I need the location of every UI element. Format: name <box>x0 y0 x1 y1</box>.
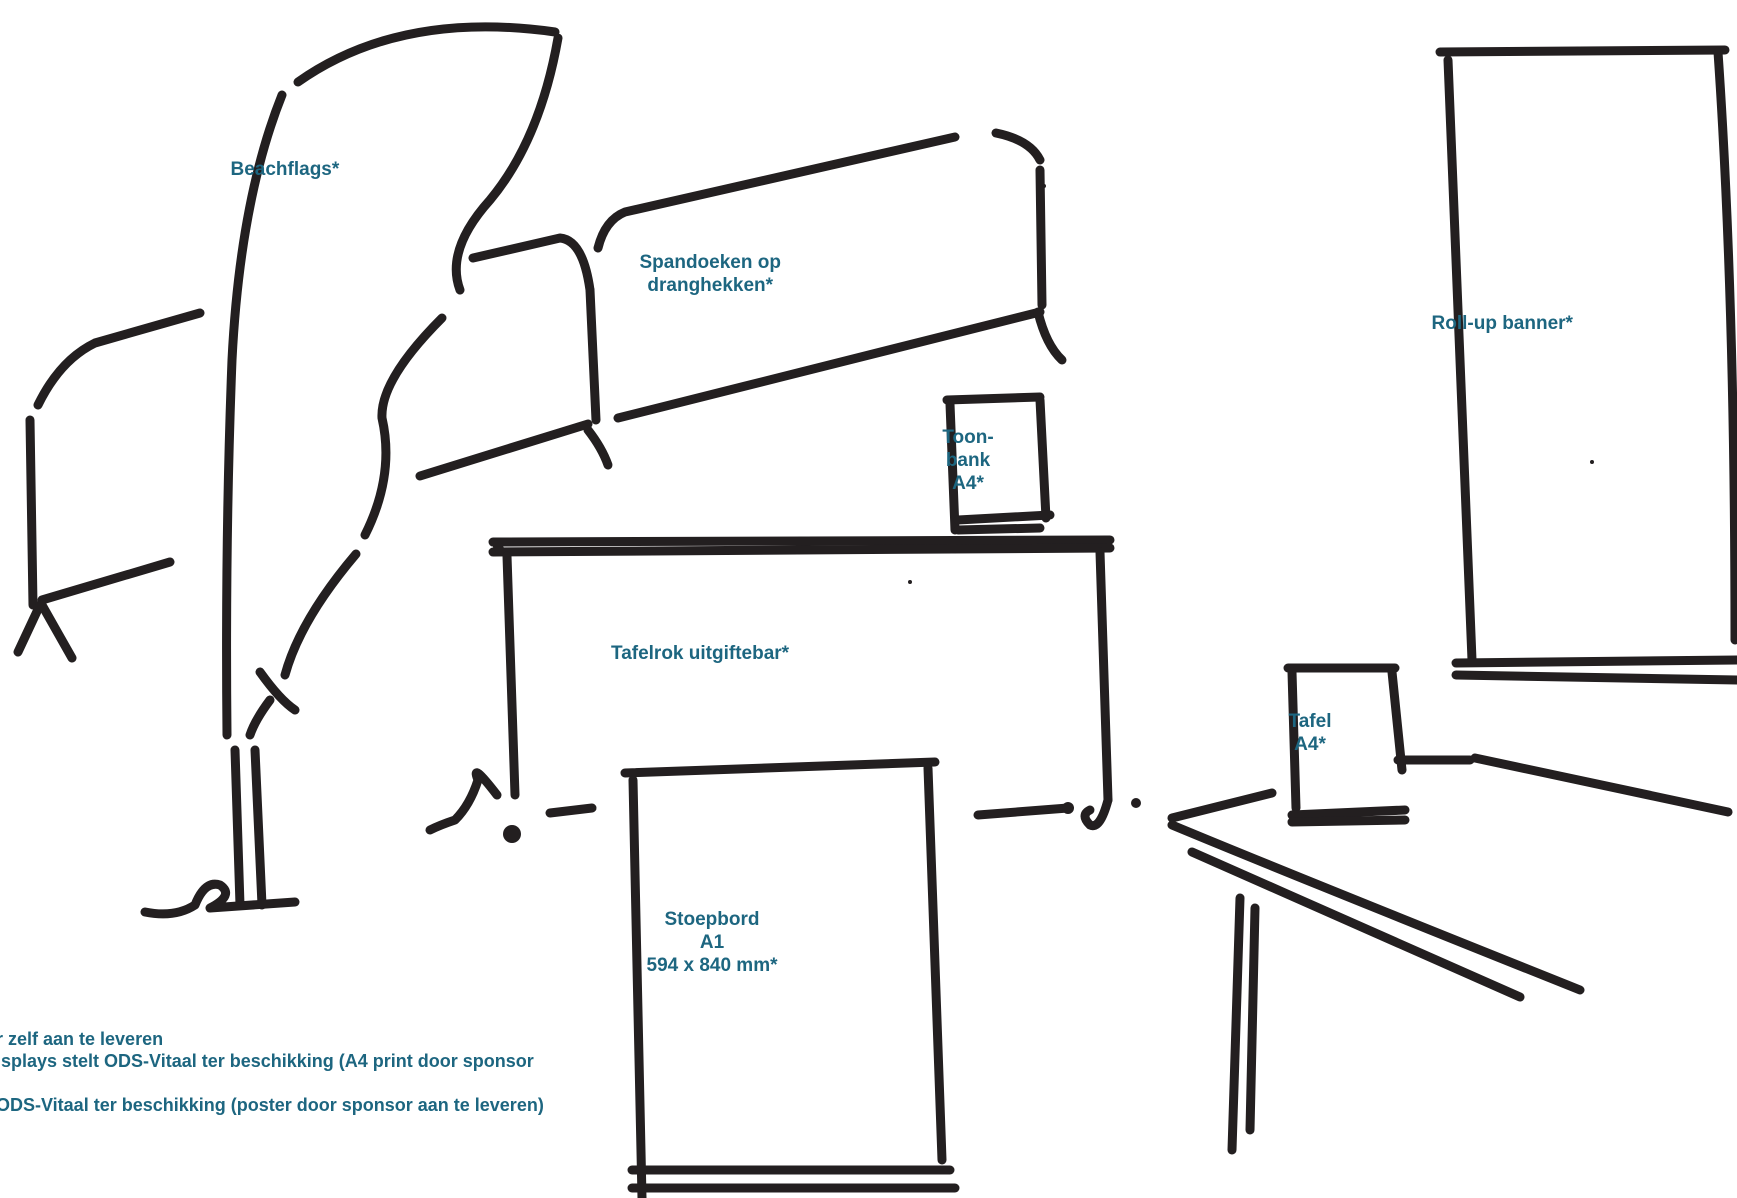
tafelrok-label: Tafelrok uitgiftebar* <box>611 642 789 665</box>
left-barrier-sketch <box>18 313 200 658</box>
rollup-label: Roll-up banner* <box>1432 312 1573 335</box>
tafelrok-text: Tafelrok uitgiftebar* <box>611 642 789 665</box>
stoepbord-text-3: 594 x 840 mm* <box>637 954 787 977</box>
footnote-line-4: ODS-Vitaal ter beschikking (poster door … <box>0 1094 544 1116</box>
footnotes: r zelf aan te leveren isplays stelt ODS-… <box>0 1028 544 1116</box>
toonbank-text-2: bank <box>937 449 999 472</box>
beachflag-sketch <box>145 27 558 914</box>
tafel-text-2: A4* <box>1279 733 1341 756</box>
footnote-line-2: isplays stelt ODS-Vitaal ter beschikking… <box>0 1050 544 1072</box>
stoepbord-text-1: Stoepbord <box>637 908 787 931</box>
spandoeken-text-2: dranghekken* <box>640 274 781 297</box>
tafel-label: Tafel A4* <box>1279 710 1341 756</box>
spandoek-sketch <box>420 133 1062 476</box>
stoepbord-sketch <box>625 762 955 1198</box>
beachflags-label: Beachflags* <box>231 158 340 181</box>
toonbank-text-3: A4* <box>937 472 999 495</box>
side-table-sketch <box>1172 668 1728 1150</box>
stoepbord-label: Stoepbord A1 594 x 840 mm* <box>637 908 787 977</box>
rollup-sketch <box>1440 50 1737 680</box>
stoepbord-text-2: A1 <box>637 931 787 954</box>
bar-table-sketch <box>430 540 1141 843</box>
footnote-line-1: r zelf aan te leveren <box>0 1028 544 1050</box>
toonbank-text-1: Toon- <box>937 426 999 449</box>
tafel-text-1: Tafel <box>1279 710 1341 733</box>
toonbank-label: Toon- bank A4* <box>937 426 999 495</box>
spandoeken-label: Spandoeken op dranghekken* <box>640 251 781 297</box>
beachflags-text: Beachflags* <box>231 158 340 181</box>
rollup-text: Roll-up banner* <box>1432 312 1573 335</box>
footnote-line-3 <box>0 1072 544 1094</box>
spandoeken-text-1: Spandoeken op <box>640 251 781 274</box>
